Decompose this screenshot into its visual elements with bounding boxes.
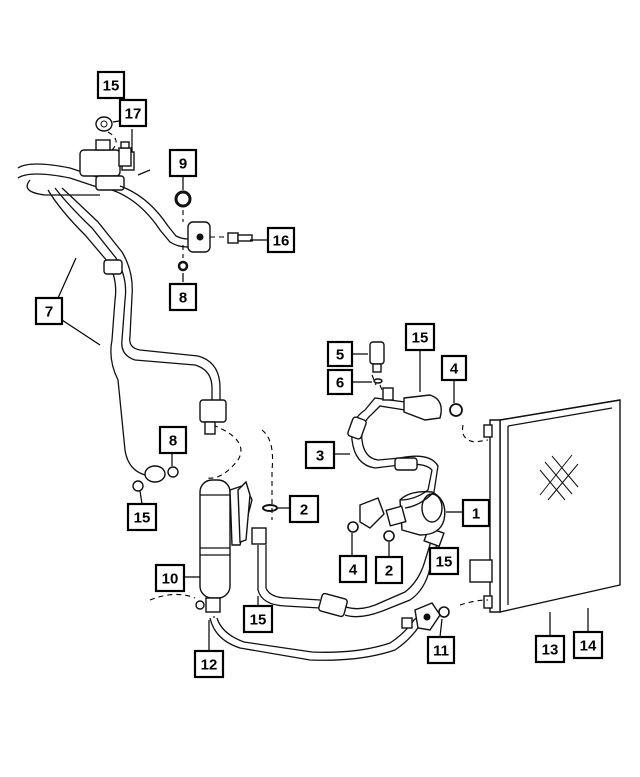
callout-label: 15: [134, 510, 151, 527]
callout-box: [326, 340, 354, 368]
callout-c5: 5: [326, 340, 354, 368]
fitting-upper-middle: [199, 399, 227, 435]
callout-c14: 14: [572, 630, 604, 660]
callout-box: [326, 368, 354, 396]
callout-label: 15: [103, 78, 120, 95]
callout-c12: 12: [193, 649, 225, 679]
callout-label: 11: [433, 643, 449, 660]
fitting-11: [401, 602, 450, 631]
callout-label: 3: [316, 448, 324, 465]
callout-label: 15: [412, 330, 429, 347]
callout-box: [461, 498, 491, 528]
callout-c15b: 15: [404, 322, 436, 352]
bolt-16: [227, 232, 253, 244]
callout-box: [34, 296, 64, 326]
callout-c2b: 2: [374, 555, 404, 585]
callout-c10: 10: [154, 563, 186, 593]
callout-box: [572, 630, 604, 660]
callout-box: [534, 634, 566, 664]
callout-label: 7: [45, 304, 53, 321]
callout-box: [428, 546, 460, 576]
callout-label: 6: [336, 375, 344, 392]
callout-c8a: 8: [168, 282, 198, 312]
callout-box: [440, 354, 468, 382]
callout-label: 4: [349, 562, 358, 579]
callout-c15a: 15: [96, 70, 126, 100]
callout-box: [168, 148, 198, 178]
suction-line-3: [347, 387, 463, 509]
callout-c15c: 15: [126, 502, 158, 532]
callout-box: [168, 282, 198, 312]
callout-label: 8: [169, 433, 177, 450]
o-ring-2-middle: [262, 504, 278, 512]
o-ring-8-upper: [177, 260, 189, 272]
o-ring-9: [174, 190, 192, 208]
callout-c9: 9: [168, 148, 198, 178]
callout-label: 10: [162, 571, 179, 588]
callout-box: [158, 425, 188, 455]
compressor-manifold-1: [347, 490, 446, 542]
callout-label: 15: [436, 554, 453, 571]
callout-c2a: 2: [288, 494, 320, 524]
callout-label: 9: [179, 156, 187, 173]
liquid-line-12: [209, 609, 431, 661]
callout-c16: 16: [266, 226, 296, 254]
condenser-part: [469, 399, 621, 613]
callout-c6: 6: [326, 368, 354, 396]
callout-box: [426, 635, 456, 665]
callout-box: [338, 554, 368, 584]
callout-box: [193, 649, 225, 679]
callout-box: [242, 604, 274, 634]
liquid-line-fitting: [132, 465, 179, 492]
callout-c7: 7: [34, 296, 64, 326]
callout-box: [154, 563, 186, 593]
callout-box: [304, 440, 336, 470]
callout-c17: 17: [118, 98, 148, 128]
callout-c8b: 8: [158, 425, 188, 455]
callout-box: [126, 502, 158, 532]
callout-label: 14: [580, 638, 597, 655]
callout-label: 5: [336, 347, 344, 364]
callout-box: [96, 70, 126, 100]
callout-c3: 3: [304, 440, 336, 470]
callout-c15e: 15: [242, 604, 274, 634]
callout-label: 4: [450, 361, 459, 378]
callout-box: [266, 226, 296, 254]
callout-c13: 13: [534, 634, 566, 664]
callout-c15d: 15: [428, 546, 460, 576]
receiver-drier-10: [195, 479, 253, 613]
callout-label: 12: [201, 657, 218, 674]
callout-c11: 11: [426, 635, 456, 665]
o-ring-6: [373, 378, 383, 384]
callout-c1: 1: [461, 498, 491, 528]
callout-box: [404, 322, 436, 352]
callout-label: 16: [273, 233, 290, 250]
valve-17: [118, 141, 132, 167]
callout-label: 2: [385, 563, 393, 580]
callout-label: 15: [250, 612, 267, 629]
callout-label: 1: [472, 506, 480, 523]
callout-label: 2: [300, 502, 308, 519]
callout-label: 8: [179, 290, 187, 307]
pressure-switch-5: [369, 341, 385, 373]
callout-box: [118, 98, 148, 128]
callout-c4b: 4: [338, 554, 368, 584]
nut-15-upper: [95, 116, 113, 132]
callout-label: 17: [125, 106, 142, 123]
callout-label: 13: [542, 642, 559, 659]
callout-c4a: 4: [440, 354, 468, 382]
callout-box: [374, 555, 404, 585]
callout-box: [288, 494, 320, 524]
